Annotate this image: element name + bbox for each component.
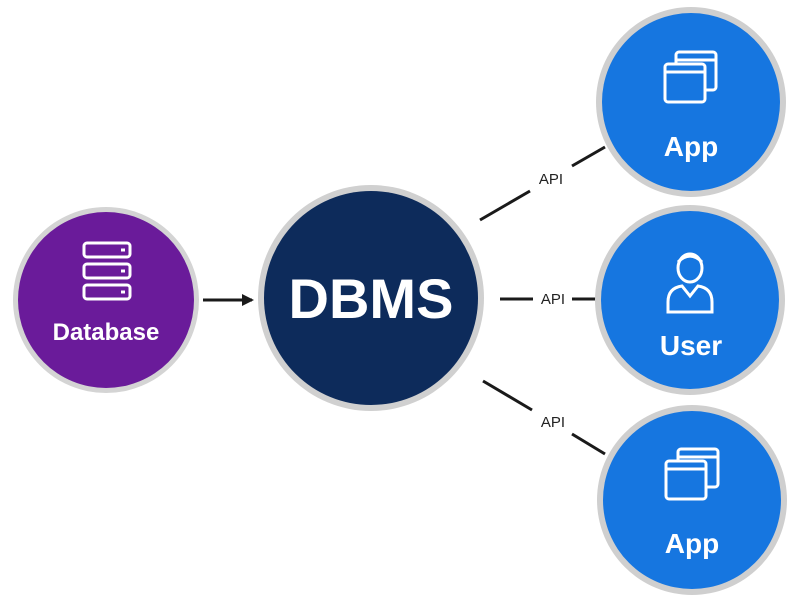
database-node: Database: [13, 207, 199, 393]
app-top-node: App: [596, 7, 786, 197]
app-windows-icon: [663, 50, 718, 104]
api-label-middle: API: [541, 291, 565, 308]
app-bottom-label: App: [665, 528, 719, 559]
connector-bottom: API: [482, 379, 606, 456]
user-circle: [601, 211, 779, 389]
server-stack-icon: [82, 241, 132, 301]
database-label: Database: [53, 319, 160, 346]
user-icon: [666, 252, 714, 314]
app-bottom-node: App: [597, 405, 787, 595]
dbms-circle: [264, 191, 478, 405]
app-windows-icon: [664, 447, 720, 501]
user-label: User: [660, 330, 722, 361]
dbms-node: DBMS: [258, 185, 484, 411]
dbms-label: DBMS: [289, 267, 454, 330]
user-node: User: [595, 205, 785, 395]
api-label-bottom: API: [541, 414, 565, 431]
api-label-top: API: [539, 171, 563, 188]
connector-top: API: [479, 145, 606, 222]
app-top-label: App: [664, 131, 718, 162]
connector-middle: API: [500, 291, 600, 308]
